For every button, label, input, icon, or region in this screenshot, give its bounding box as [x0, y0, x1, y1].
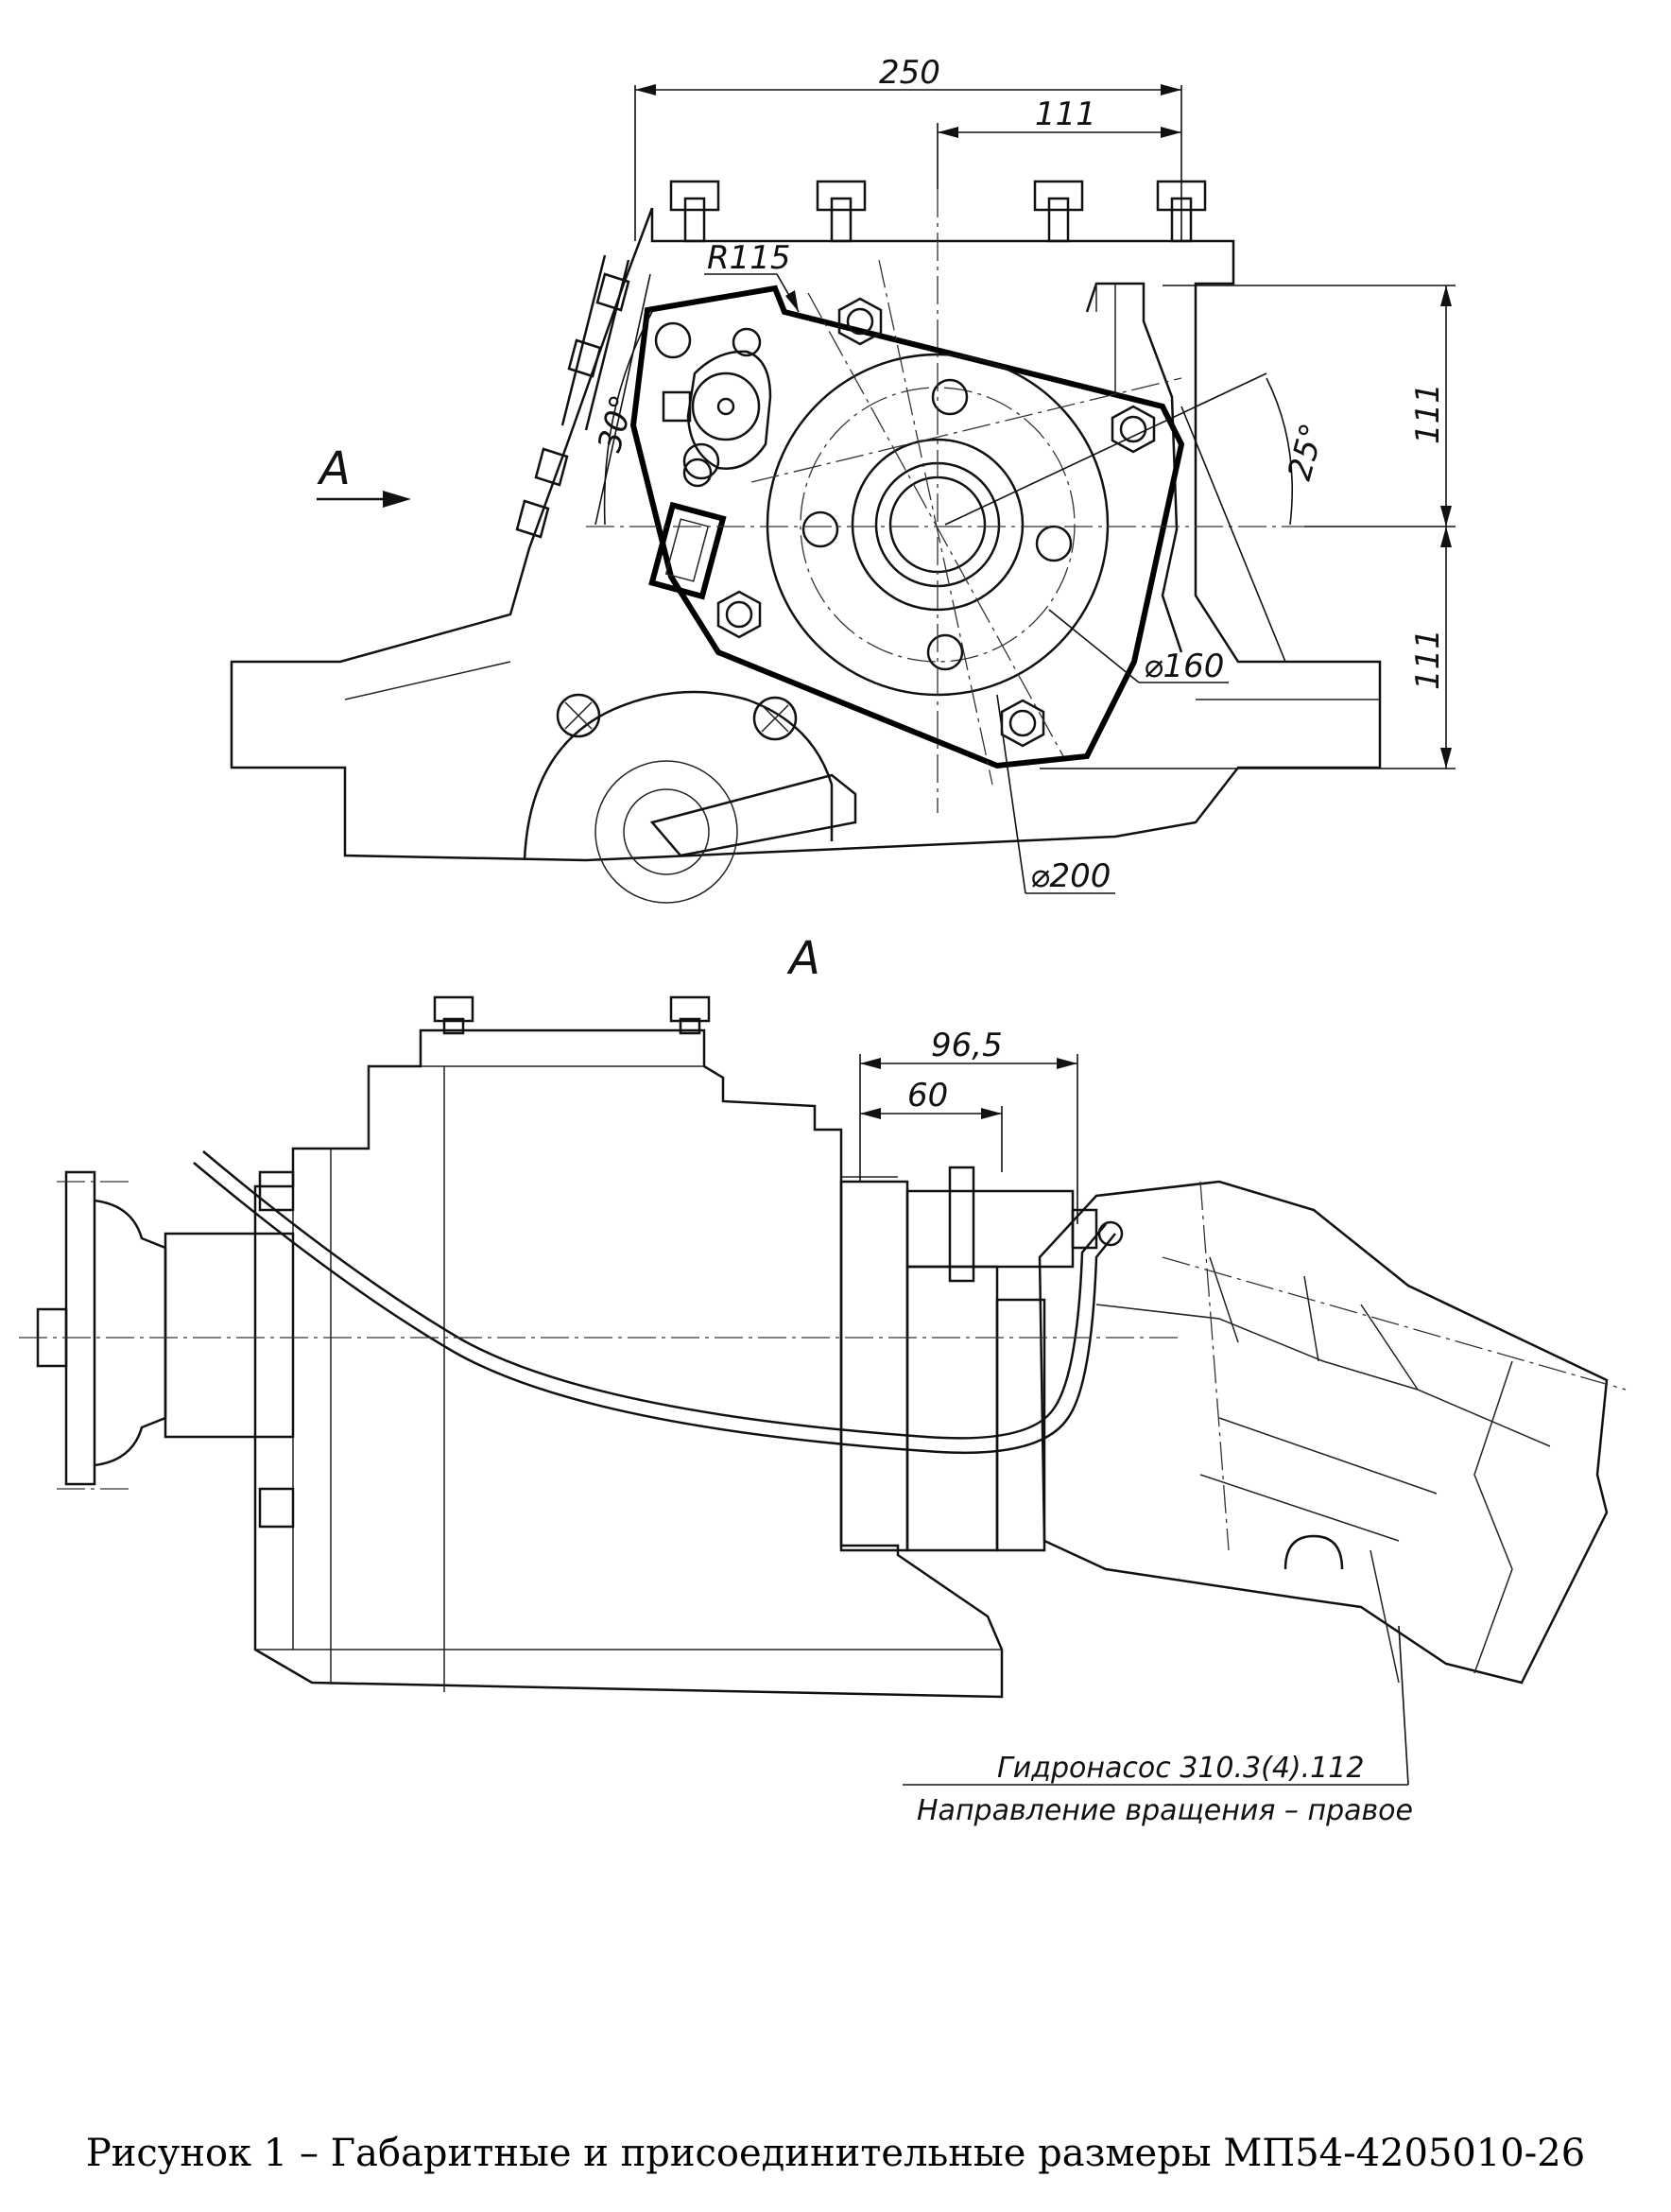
input-flange — [36, 1170, 295, 1529]
angle-25-label: 25° — [1281, 420, 1332, 485]
dim-r115-label: R115 — [707, 239, 791, 277]
side-view: A — [19, 932, 1627, 1827]
dim-250-label: 250 — [879, 54, 940, 92]
dim-96-5-label: 96,5 — [931, 1027, 1003, 1064]
dim-111-right-lower-label: 111 — [1409, 629, 1447, 690]
dia-200-label: ⌀200 — [1030, 857, 1111, 895]
view-arrow-a: A — [317, 442, 411, 508]
dim-111-right: 111 111 — [1040, 285, 1456, 769]
hydraulic-pump — [1038, 1180, 1609, 1685]
top-center-lines — [586, 189, 1304, 813]
dia-160-label: ⌀160 — [1144, 648, 1224, 685]
figure-caption: Рисунок 1 – Габаритные и присоединительн… — [85, 2132, 1586, 2175]
housing-outline — [230, 207, 1382, 862]
pump-callout: Гидронасос 310.3(4).112 Направление вращ… — [903, 1625, 1413, 1827]
view-a-title: A — [786, 932, 820, 985]
bottom-hub — [523, 690, 834, 861]
dim-111-top-label: 111 — [1035, 95, 1096, 133]
dim-dia-200: ⌀200 — [996, 694, 1115, 895]
dim-r115: R115 — [704, 239, 800, 313]
angle-30-label: 30° — [591, 391, 642, 457]
side-top-bolts — [433, 995, 711, 1035]
pump-model-label: Гидронасос 310.3(4).112 — [997, 1752, 1364, 1785]
left-bolts — [515, 272, 630, 539]
side-housing-outline — [253, 1028, 1004, 1699]
dim-111-right-upper-label: 111 — [1409, 383, 1447, 444]
dim-250: 250 — [634, 54, 1182, 241]
dim-angle-25: 25° — [944, 372, 1332, 663]
hydraulic-hose — [193, 1150, 1124, 1455]
pump-flange-plate — [629, 285, 1185, 769]
rotation-direction-label: Направление вращения – правое — [917, 1794, 1413, 1827]
dim-111-top: 111 — [937, 95, 1181, 189]
top-view: 250 111 111 111 R115 — [230, 54, 1456, 904]
sensor-assembly — [648, 327, 772, 600]
shaft-bore — [874, 461, 1001, 588]
dim-angle-30: 30° — [591, 273, 653, 526]
dim-dia-160: ⌀160 — [1048, 609, 1229, 685]
dim-60-label: 60 — [907, 1077, 948, 1115]
dim-96-5: 96,5 — [859, 1027, 1078, 1224]
pump-mount — [839, 1166, 1098, 1552]
view-arrow-a-label: A — [317, 442, 351, 495]
flange-corner-bolts — [716, 297, 1156, 748]
side-center-lines — [19, 1181, 1627, 1551]
dim-60: 60 — [860, 1077, 1003, 1172]
right-bracket — [1085, 282, 1183, 653]
